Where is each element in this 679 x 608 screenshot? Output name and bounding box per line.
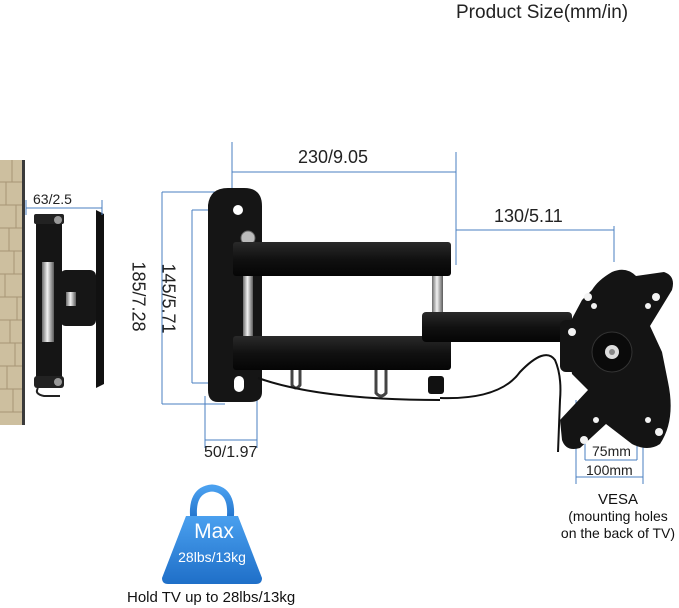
dim-arm-extension: 230/9.05 [298,147,369,167]
lower-arm [233,336,451,370]
vesa-note-line1: (mounting holes [568,508,668,524]
dim-wall-depth: 63/2.5 [33,191,72,207]
page-title: Product Size(mm/in) [456,2,629,23]
dim-hole-spacing: 145/5.71 [158,263,179,334]
dim-plate-width: 50/1.97 [204,444,258,461]
pivot-post-left [243,246,253,364]
extension-arm [422,312,572,342]
weight-badge-icon [162,484,262,584]
upper-arm [233,242,451,276]
brick-wall [0,160,25,425]
cable-clips [290,370,388,398]
capacity-caption: Hold TV up to 28lbs/13kg [127,589,296,606]
vesa-note: VESA (mounting holes on the back of TV) [555,491,679,542]
vesa-head-plate [560,269,673,449]
power-cable [439,354,562,453]
dim-plate-height: 185/7.28 [128,261,149,332]
dim-head-extension: 130/5.11 [494,206,563,226]
vesa-label: VESA [597,491,639,508]
dim-vesa-75: 75mm [592,443,631,459]
badge-max-label: Max [194,520,234,543]
side-view-mount [34,210,104,397]
dim-vesa-100: 100mm [586,462,633,478]
vesa-note-line2: on the back of TV) [560,525,676,541]
badge-capacity: 28lbs/13kg [178,549,246,565]
